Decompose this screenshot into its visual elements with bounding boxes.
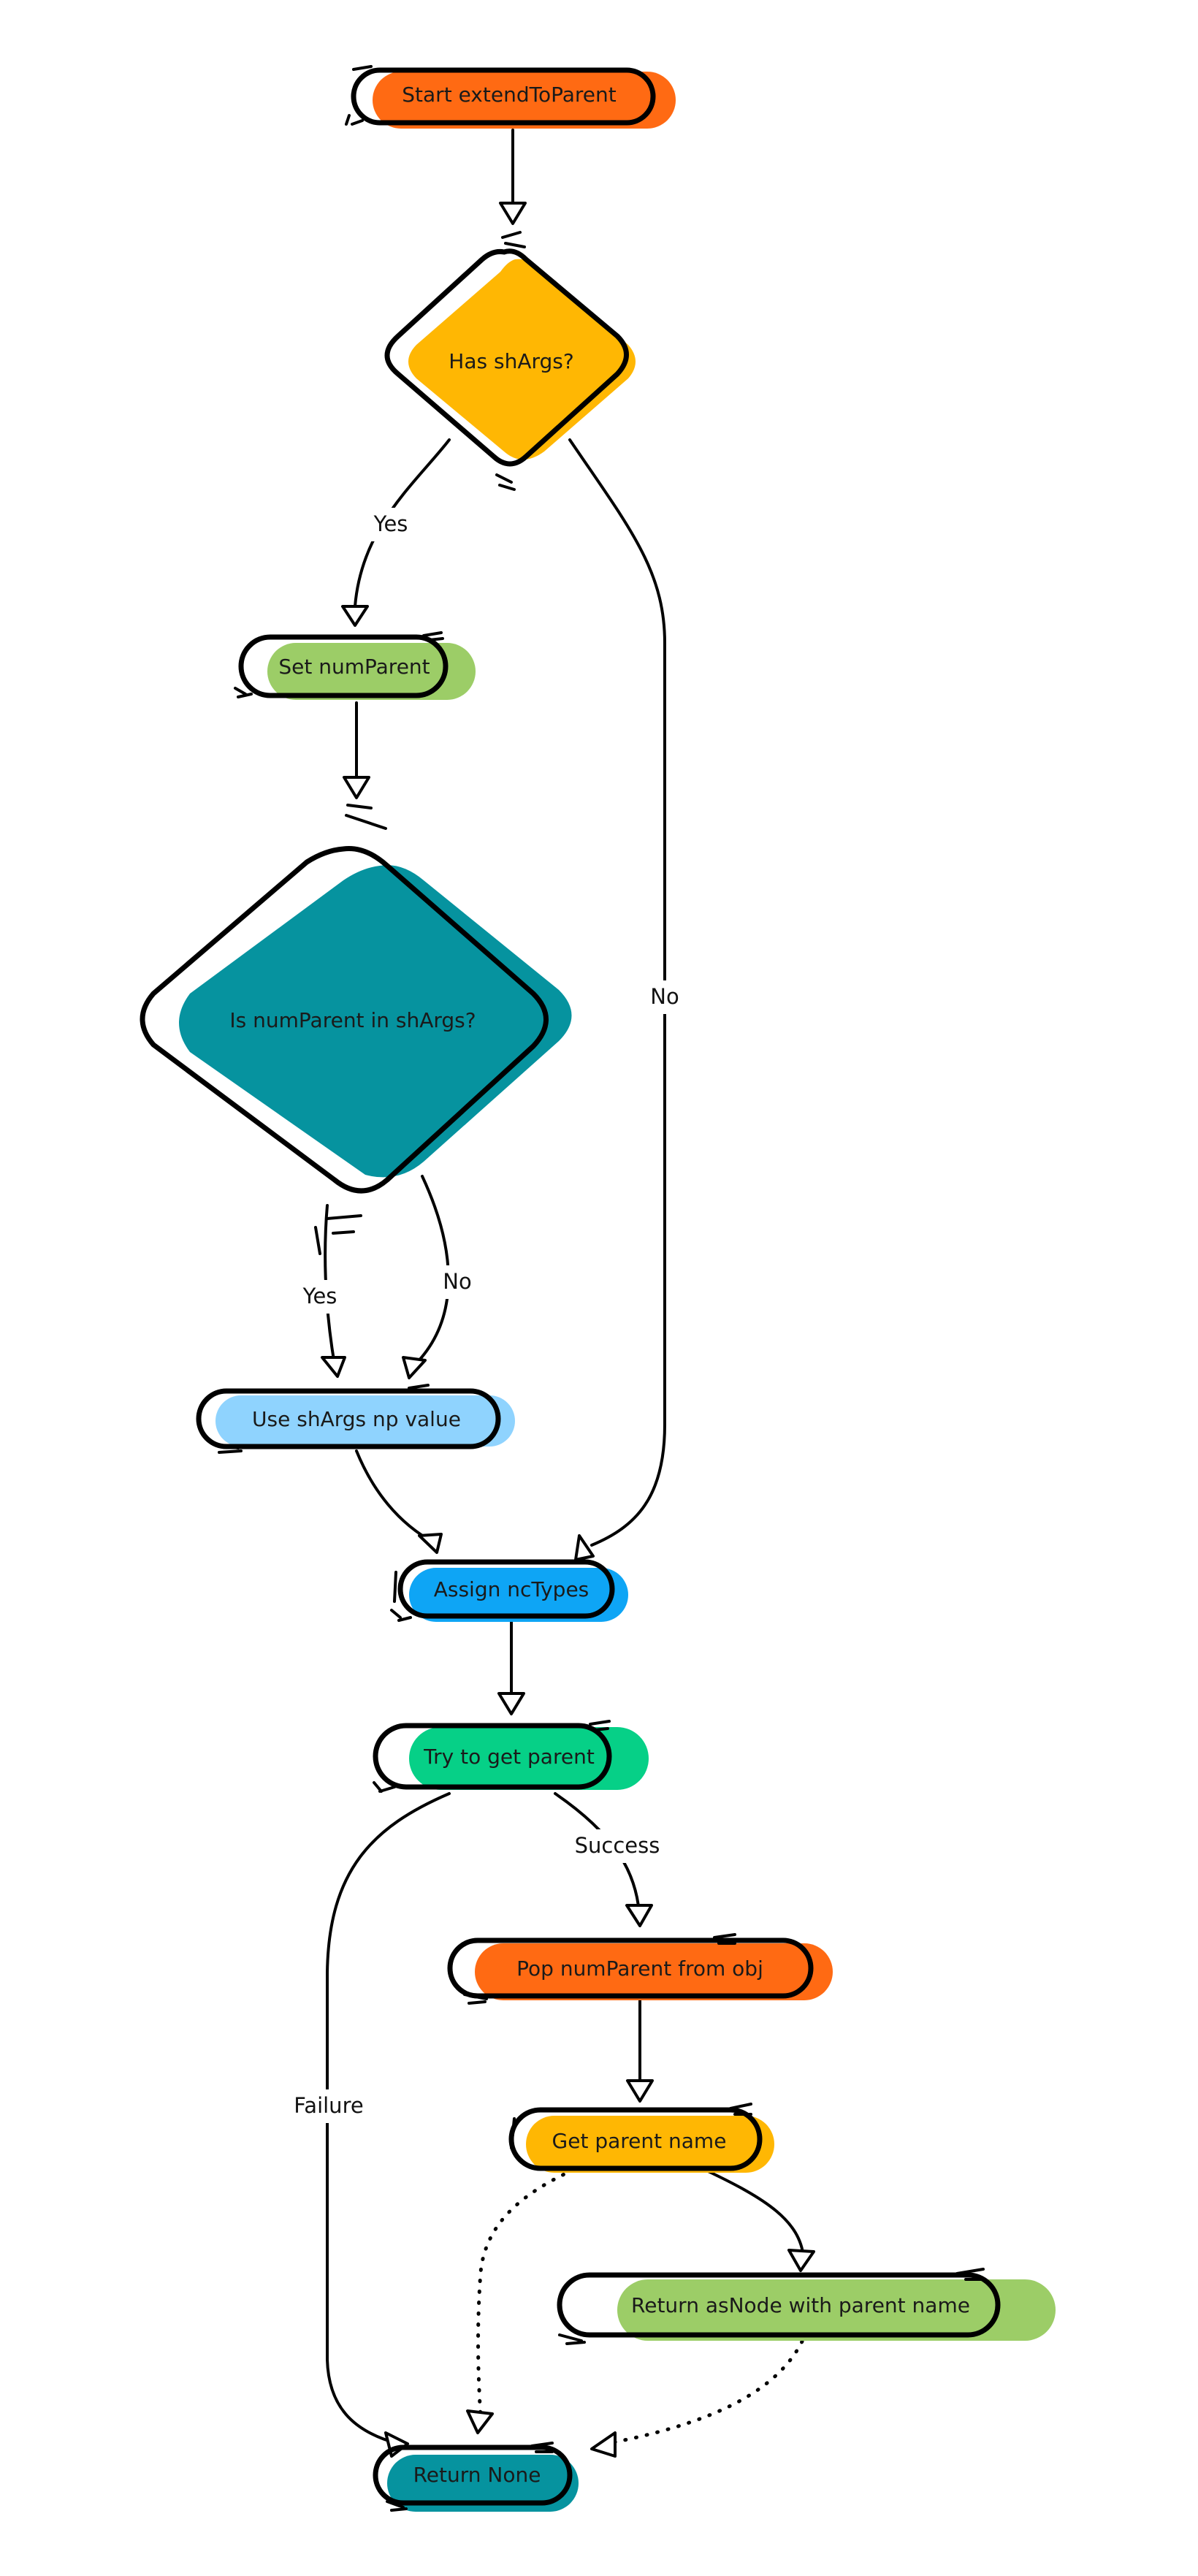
- edge-label-in-yes: Yes: [294, 1280, 346, 1314]
- node-set-numparent-fill: [267, 643, 476, 700]
- arrowhead-is-numparent: [343, 776, 370, 799]
- node-start-label: Start extendToParent: [402, 83, 616, 107]
- edge-label-has-yes-text: Yes: [373, 511, 408, 536]
- edge-label-in-no-text: No: [443, 1269, 471, 1294]
- edge-label-in-no: No: [434, 1265, 481, 1299]
- arrowhead-use-shargs-yes: [321, 1356, 346, 1378]
- edge-label-success: Success: [570, 1829, 665, 1863]
- node-assign-nctypes: Assign ncTypes: [390, 1559, 628, 1622]
- node-has-shargs-label: Has shArgs?: [449, 349, 573, 373]
- node-return-asnode-fill: [617, 2279, 1056, 2341]
- node-assign-nctypes-fill: [409, 1568, 628, 1622]
- edge-label-has-yes: Yes: [365, 508, 416, 541]
- node-use-shargs-fill: [215, 1395, 515, 1447]
- edge-label-in-yes-text: Yes: [302, 1284, 337, 1308]
- node-try-parent-label: Try to get parent: [423, 1745, 595, 1769]
- edges: [321, 129, 815, 2458]
- arrowhead-set-numparent: [341, 605, 369, 627]
- node-pop-numparent: Pop numParent from obj: [447, 1933, 833, 2005]
- edge-label-has-no: No: [641, 980, 688, 1014]
- edge-has-shargs-to-assign-nctypes: [568, 438, 666, 1547]
- node-return-none: Return None: [373, 2442, 579, 2512]
- node-has-shargs-outline: [384, 248, 629, 467]
- node-is-numparent: Is numParent in shArgs?: [140, 804, 572, 1255]
- node-use-shargs-label: Use shArgs np value: [252, 1407, 461, 1431]
- nodes: Start extendToParent Has shArgs? Set num…: [140, 65, 1056, 2512]
- arrowhead-has-shargs: [499, 202, 527, 225]
- node-get-parent-name-label: Get parent name: [552, 2129, 727, 2153]
- node-assign-nctypes-outline: [397, 1559, 615, 1619]
- arrowhead-get-parent: [626, 2079, 654, 2103]
- edge-label-has-no-text: No: [650, 984, 679, 1009]
- arrowhead-pop: [625, 1904, 653, 1927]
- arrowhead-return-none-dotted-a: [466, 2409, 494, 2434]
- arrowhead-try-parent: [497, 1692, 525, 1715]
- node-pop-numparent-outline: [447, 1937, 814, 1999]
- edge-label-failure-text: Failure: [294, 2093, 363, 2118]
- edge-label-success-text: Success: [575, 1833, 660, 1858]
- arrowhead-use-shargs-no: [402, 1356, 427, 1379]
- edge-use-shargs-to-assign: [355, 1449, 436, 1544]
- node-start-outline: [351, 67, 656, 126]
- edge-try-parent-failure: [326, 1792, 451, 2445]
- edge-get-parent-to-return-none: [476, 2168, 576, 2420]
- node-set-numparent: Set numParent: [234, 631, 476, 700]
- arrowhead-return-asnode: [787, 2249, 815, 2272]
- node-return-none-label: Return None: [413, 2463, 541, 2487]
- node-is-numparent-outline: [140, 845, 549, 1194]
- node-return-asnode-label: Return asNode with parent name: [631, 2293, 970, 2317]
- node-pop-numparent-fill: [475, 1943, 833, 2000]
- node-set-numparent-label: Set numParent: [278, 655, 430, 679]
- node-get-parent-name-fill: [526, 2116, 774, 2173]
- edge-get-parent-to-return-asnode: [703, 2168, 805, 2259]
- edge-labels: Yes No Yes No Success Failure: [286, 508, 688, 2123]
- node-has-shargs: Has shArgs?: [384, 231, 636, 491]
- node-return-none-outline: [373, 2444, 573, 2506]
- node-try-parent-outline: [373, 1723, 612, 1790]
- arrowhead-assign-from-use: [418, 1533, 443, 1554]
- edge-label-failure: Failure: [286, 2089, 371, 2123]
- node-try-parent: Try to get parent: [373, 1720, 649, 1793]
- arrowhead-return-none-dotted-b: [590, 2431, 617, 2458]
- node-return-none-fill: [387, 2455, 579, 2512]
- node-set-numparent-outline: [238, 634, 449, 698]
- node-start-fill: [373, 72, 676, 129]
- arrowhead-assign-from-no: [574, 1534, 595, 1561]
- node-return-asnode-outline: [557, 2272, 1001, 2338]
- node-try-parent-fill: [409, 1727, 649, 1790]
- node-use-shargs: Use shArgs np value: [196, 1384, 515, 1454]
- node-return-asnode: Return asNode with parent name: [557, 2268, 1056, 2345]
- node-assign-nctypes-label: Assign ncTypes: [434, 1577, 590, 1601]
- node-start: Start extendToParent: [345, 65, 676, 129]
- node-use-shargs-outline: [196, 1388, 501, 1449]
- node-get-parent-name: Get parent name: [508, 2103, 774, 2173]
- edge-return-asnode-to-return-none: [604, 2339, 804, 2446]
- node-is-numparent-label: Is numParent in shArgs?: [229, 1008, 476, 1032]
- node-pop-numparent-label: Pop numParent from obj: [516, 1956, 763, 1981]
